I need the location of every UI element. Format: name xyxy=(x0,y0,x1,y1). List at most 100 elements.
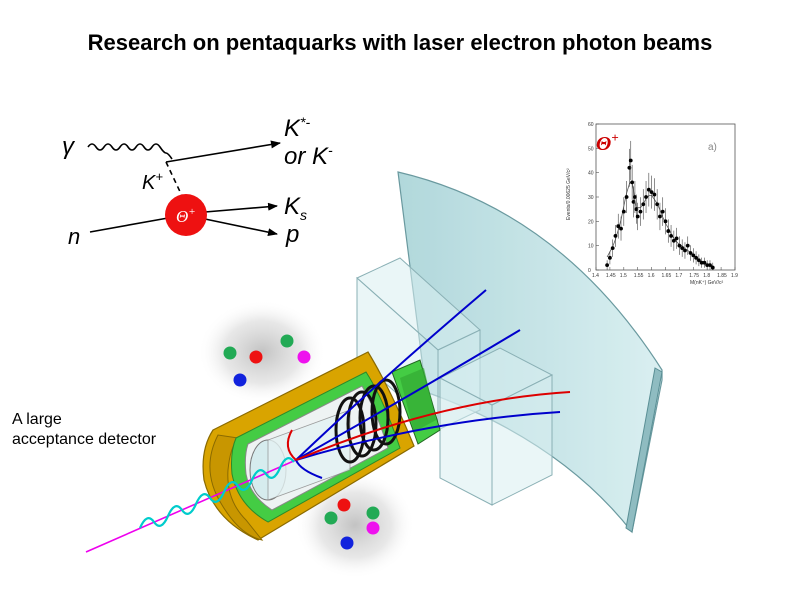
gamma-label: γ xyxy=(62,133,76,160)
y-tick-label: 50 xyxy=(588,146,594,152)
histogram-point xyxy=(630,180,635,185)
detector-illustration xyxy=(85,171,663,579)
track-blue-4 xyxy=(295,459,323,479)
histogram-point xyxy=(621,209,626,214)
histogram-point xyxy=(674,236,679,241)
or-kminus-label: or K- xyxy=(284,142,333,170)
histogram-point xyxy=(708,263,712,268)
theta-plus-vertex xyxy=(165,194,207,236)
electron-beam-line xyxy=(85,459,297,553)
histogram-point xyxy=(627,165,632,170)
kstar-label: K*- xyxy=(284,114,310,142)
track-blue-1 xyxy=(295,289,487,461)
histogram-point xyxy=(683,248,687,253)
histogram-point xyxy=(705,263,710,268)
y-tick-label: 40 xyxy=(588,171,594,177)
histogram-point xyxy=(655,202,660,207)
detector-label-line-2: acceptance detector xyxy=(12,431,157,448)
x-tick-label: 1.6 xyxy=(648,273,655,279)
x-tick-label: 1.45 xyxy=(606,273,616,279)
histogram-point xyxy=(694,255,698,260)
histogram-point xyxy=(702,260,707,265)
photon-wavy-line xyxy=(87,143,173,160)
detector-yoke-face xyxy=(209,434,264,541)
histogram-panel-label: a) xyxy=(708,142,717,153)
histogram-point xyxy=(646,187,651,192)
histogram-point xyxy=(680,246,685,251)
x-tick-label: 1.85 xyxy=(717,273,727,279)
histogram-theta-label: Θ+ xyxy=(596,130,619,155)
histogram-point xyxy=(696,258,701,263)
histogram-point xyxy=(652,192,657,197)
slide-title: Research on pentaquarks with laser elect… xyxy=(87,30,713,55)
histogram-point xyxy=(605,263,610,268)
pentaquark-cloud-upper xyxy=(198,300,326,404)
histogram-point xyxy=(677,243,682,248)
kplus-exchange-line xyxy=(165,161,184,199)
detector-screen-edge xyxy=(625,367,663,533)
histogram-point xyxy=(638,209,643,214)
proton-label: p xyxy=(285,221,299,248)
histogram-point xyxy=(649,190,654,195)
histogram-point xyxy=(685,243,690,248)
histogram-points xyxy=(605,140,715,270)
histogram-point xyxy=(666,229,671,233)
y-tick-label: 60 xyxy=(588,122,594,128)
histogram-point xyxy=(671,238,676,243)
histogram-point xyxy=(634,207,639,212)
neutron-label: n xyxy=(68,224,80,249)
x-tick-label: 1.75 xyxy=(689,273,699,279)
histogram-point xyxy=(619,226,623,231)
histogram-point xyxy=(613,234,618,238)
detector-label-line-1: A large xyxy=(12,411,62,428)
y-tick-label: 10 xyxy=(588,244,594,250)
histogram-point xyxy=(660,209,665,214)
ks-label: Ks xyxy=(284,193,307,223)
histogram-point xyxy=(624,195,629,199)
track-blue-3 xyxy=(295,411,561,461)
x-tick-label: 1.5 xyxy=(620,273,627,279)
histogram-ylabel: Events/0.00625 GeV/c² xyxy=(566,168,572,220)
histogram-point xyxy=(628,158,633,163)
histogram-point xyxy=(688,251,693,255)
kplus-label: K+ xyxy=(142,169,163,194)
histogram-point xyxy=(644,195,648,199)
histogram-point xyxy=(669,234,673,238)
y-tick-label: 20 xyxy=(588,219,594,225)
x-tick-label: 1.7 xyxy=(675,273,682,279)
theta-plus-vertex-label: Θ+ xyxy=(176,206,196,226)
x-tick-label: 1.4 xyxy=(592,273,599,279)
track-red-2 xyxy=(286,429,297,461)
histogram-point xyxy=(641,202,646,207)
detector-label: A large acceptance detector xyxy=(12,410,156,450)
y-tick-label: 30 xyxy=(588,195,594,201)
feynman-diagram: γ K+ n Θ+ K*- or K- Ks p xyxy=(62,114,333,249)
histogram-point xyxy=(663,219,668,224)
detector-rings xyxy=(334,378,402,464)
y-tick-label: 0 xyxy=(588,268,591,274)
histogram-point xyxy=(616,224,621,229)
x-tick-label: 1.8 xyxy=(703,273,710,279)
histogram-point xyxy=(658,214,662,219)
histogram-point xyxy=(608,255,612,260)
kstar-line xyxy=(165,140,281,163)
histogram-frame xyxy=(595,123,736,271)
photon-wavy-beam xyxy=(138,457,295,529)
histogram-xlabel: M(nK⁺) GeV/c² xyxy=(690,280,724,286)
histogram-point xyxy=(710,265,715,270)
track-blue-2 xyxy=(295,329,521,461)
ks-line xyxy=(204,202,278,213)
track-red-1 xyxy=(295,391,571,461)
histogram-point xyxy=(699,260,704,265)
x-tick-label: 1.55 xyxy=(634,273,644,279)
x-tick-label: 1.9 xyxy=(731,273,738,279)
histogram-point xyxy=(610,246,615,251)
x-tick-label: 1.65 xyxy=(662,273,672,279)
histogram-point xyxy=(635,214,640,219)
histogram-point xyxy=(691,253,696,258)
histogram-point xyxy=(631,199,636,204)
neutron-line xyxy=(89,217,169,233)
